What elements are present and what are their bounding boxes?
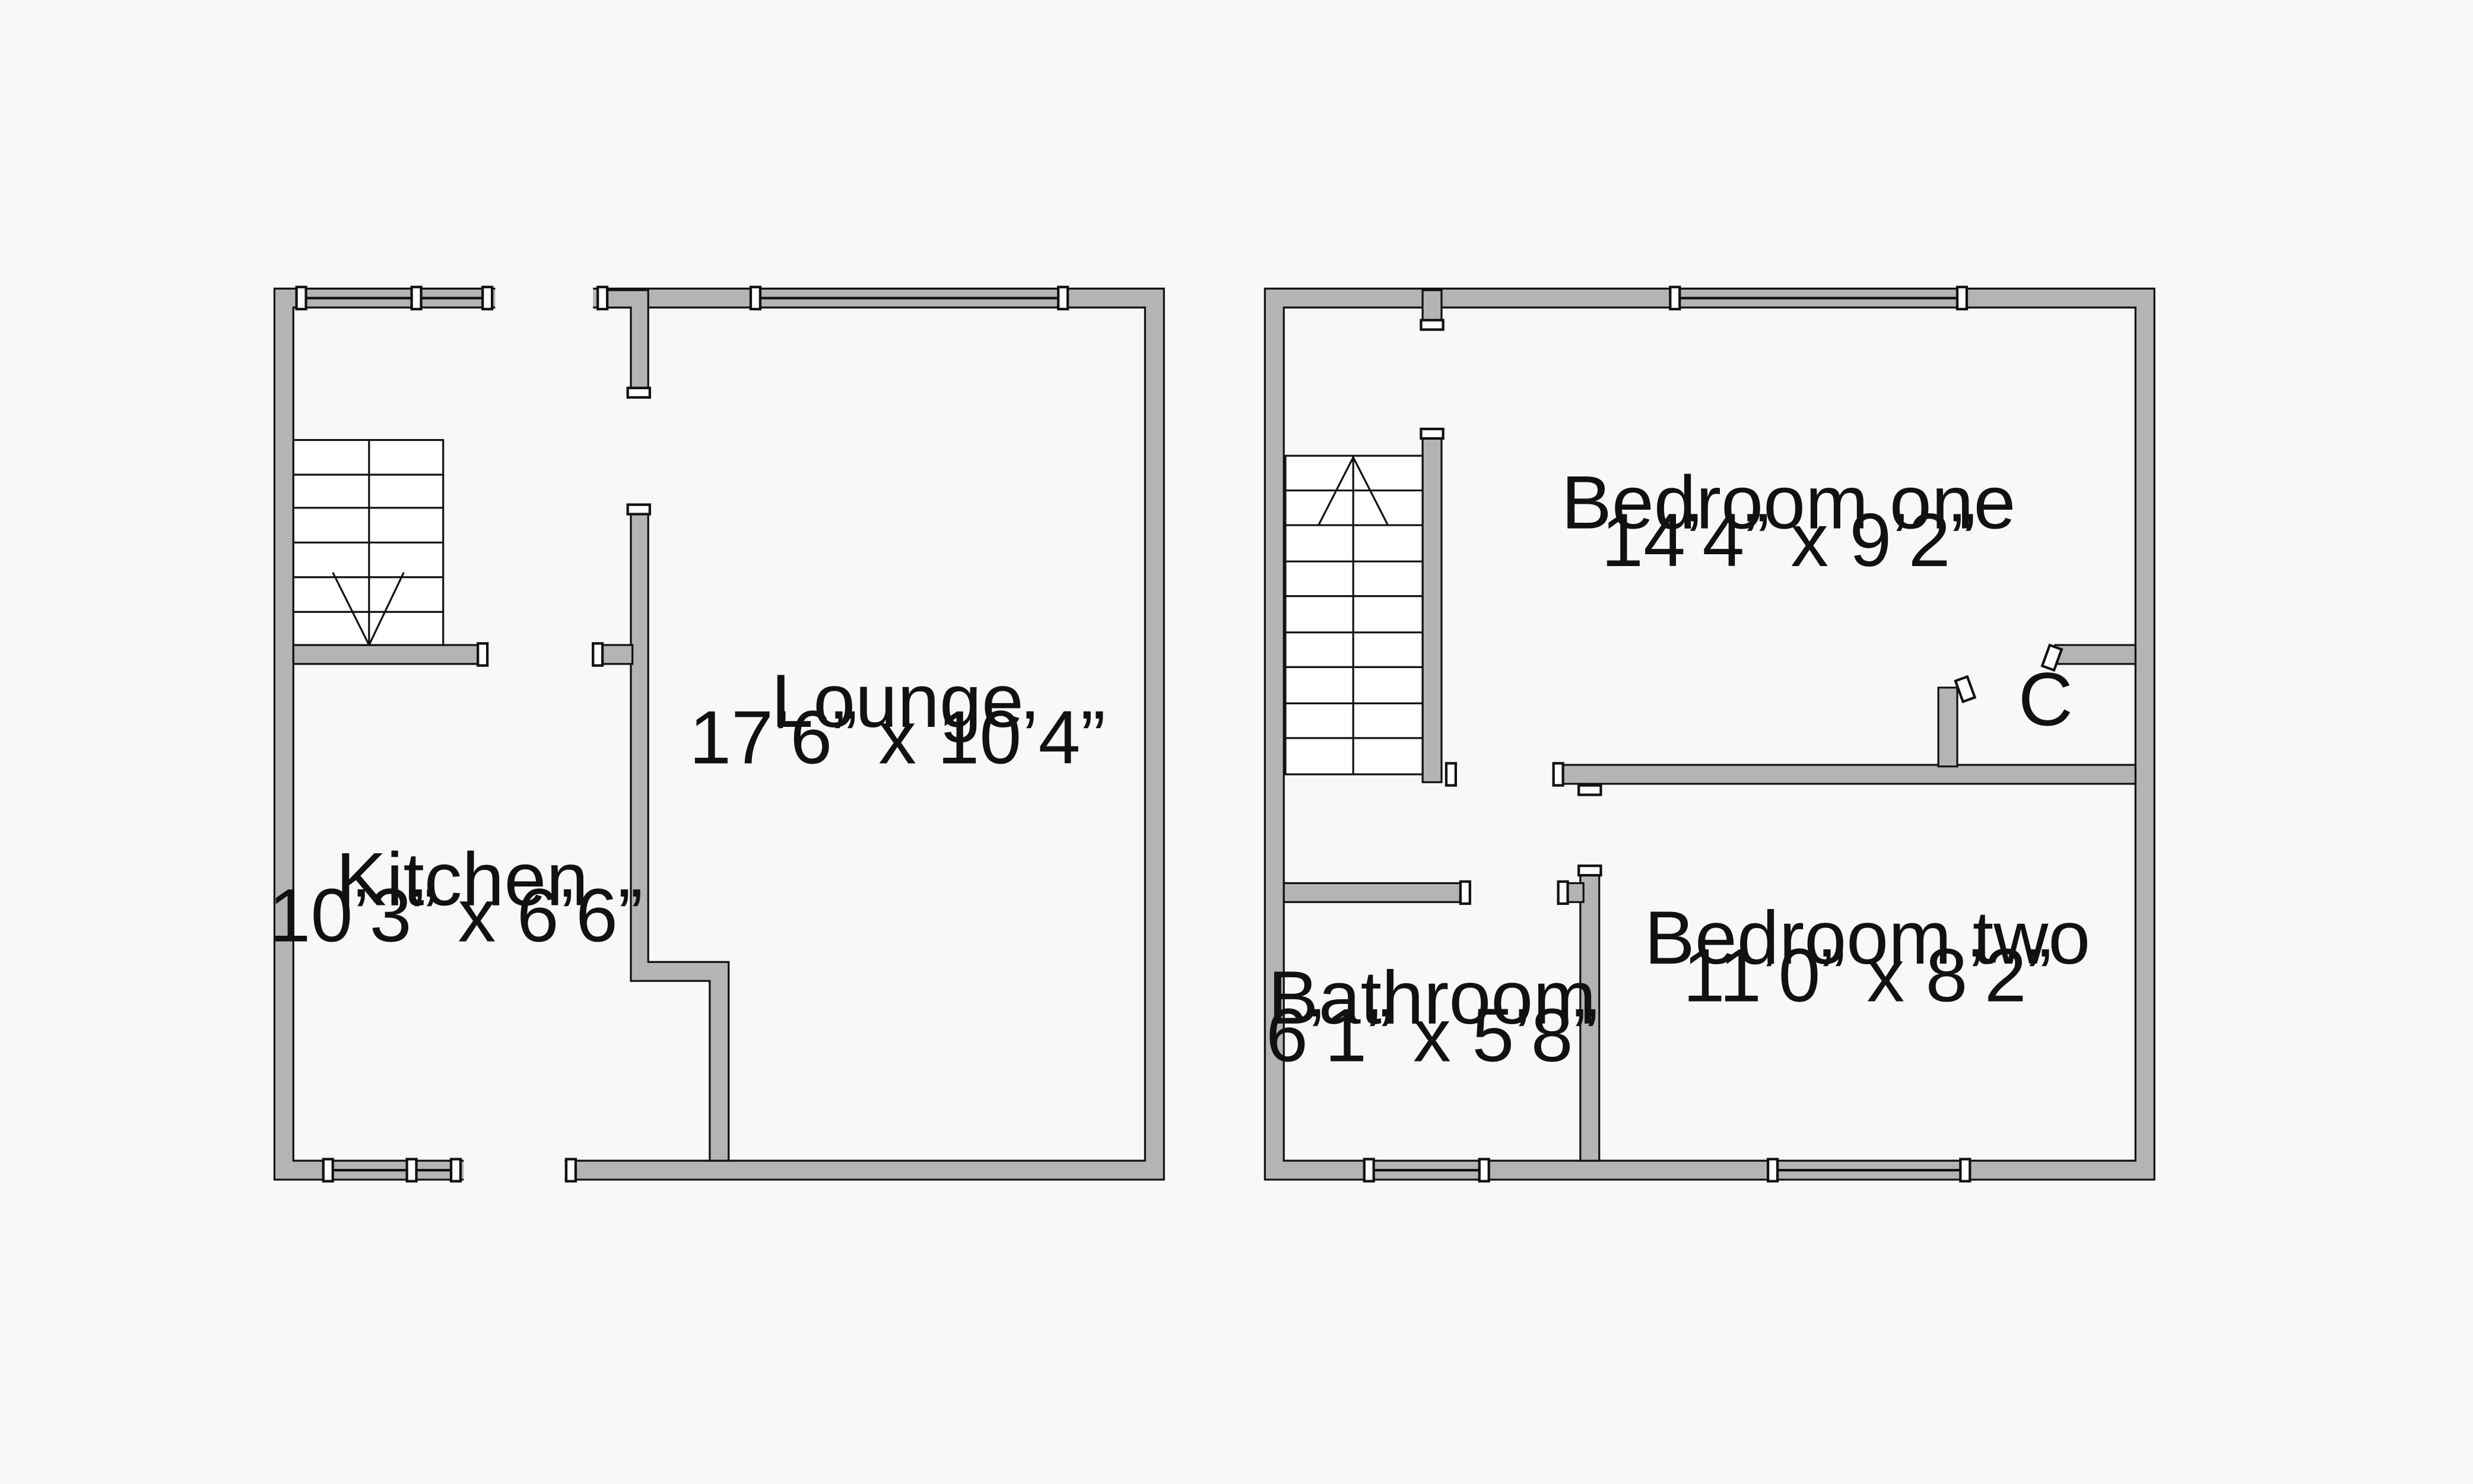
kitchen-stair-wall — [292, 644, 484, 665]
bedroom-divider-wall — [1557, 764, 2137, 785]
lounge-partition-wall — [630, 508, 730, 1162]
first-floor-outer-wall — [1264, 287, 2155, 1181]
ground-floor-jambs — [295, 285, 1069, 1183]
bedroom-one-label: Bedroom one — [1561, 460, 2016, 545]
ground-floor-staircase — [292, 438, 445, 646]
lounge-dimensions: 17’6” x 10’4” — [689, 695, 1106, 780]
ground-floor-outer-wall — [273, 287, 1165, 1181]
bathroom-top-wall — [1282, 882, 1468, 903]
lounge-partition-top-spur — [601, 289, 649, 394]
bedroom-two-label: Bedroom two — [1645, 896, 2090, 980]
first-floor-staircase — [1284, 455, 1424, 776]
cupboard-wall-left — [1937, 687, 1958, 768]
bedroom-two-dimensions: 11’0” x 8’2” — [1683, 934, 2052, 1018]
ground-floor-front-opening — [495, 284, 593, 311]
kitchen-dimensions: 10’3” x 6’6” — [269, 874, 643, 958]
first-floor: Bedroom one 14’4” x 9’2” C Bedroom two 1… — [1264, 285, 2155, 1183]
bedroom-one-dimensions: 14’4” x 9’2” — [1601, 498, 1976, 583]
landing-stair-wall — [1421, 434, 1443, 783]
kitchen-label: Kitchen — [336, 838, 588, 922]
bathroom-side-wall — [1579, 869, 1601, 1162]
ground-floor: Lounge 17’6” x 10’4” Kitchen 10’3” x 6’6… — [269, 284, 1165, 1185]
first-floor-windows — [1369, 297, 1966, 1172]
ground-floor-front-windows — [301, 297, 1064, 1172]
bathroom-dimensions: 6’1” x 5’8” — [1266, 994, 1598, 1078]
cupboard-label: C — [2018, 658, 2073, 742]
lounge-label: Lounge — [771, 659, 1024, 743]
bathroom-label: Bathroom — [1268, 956, 1596, 1040]
first-floor-jambs — [1363, 285, 2064, 1183]
ground-floor-rear-opening — [464, 1157, 565, 1185]
